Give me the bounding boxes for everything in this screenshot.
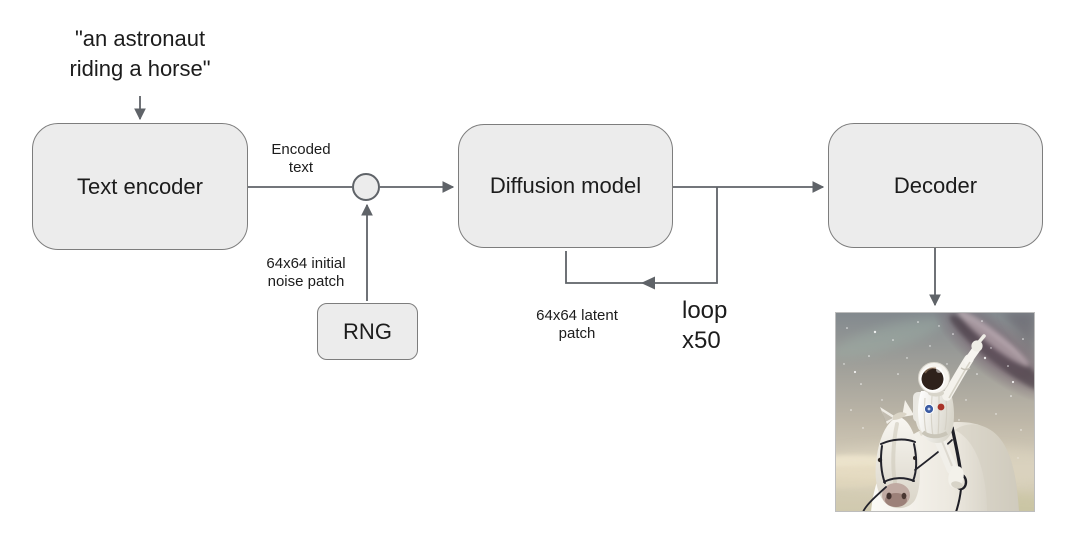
astronaut-horse-picture [835, 312, 1035, 512]
node-rng: RNG [317, 303, 418, 360]
label-encoded-text: Encoded text [271, 141, 331, 176]
astronaut [913, 334, 986, 489]
stars [843, 320, 1024, 459]
merge-node [352, 173, 380, 201]
label-initial-noise-patch: 64x64 initial noise patch [266, 255, 346, 290]
galaxy [931, 312, 1035, 404]
prompt-text: "an astronaut riding a horse" [69, 26, 211, 81]
generated-image [835, 312, 1035, 512]
red-patch [937, 403, 945, 411]
loop-arrowhead [641, 276, 655, 290]
visor [921, 368, 944, 390]
label-latent-patch: 64x64 latent patch [536, 307, 618, 342]
node-decoder: Decoder [828, 123, 1043, 248]
node-diffusion-model: Diffusion model [458, 124, 673, 248]
node-text-encoder: Text encoder [32, 123, 248, 250]
label-loop-x50: loop x50 [682, 297, 728, 354]
horse-bridle [862, 438, 953, 512]
